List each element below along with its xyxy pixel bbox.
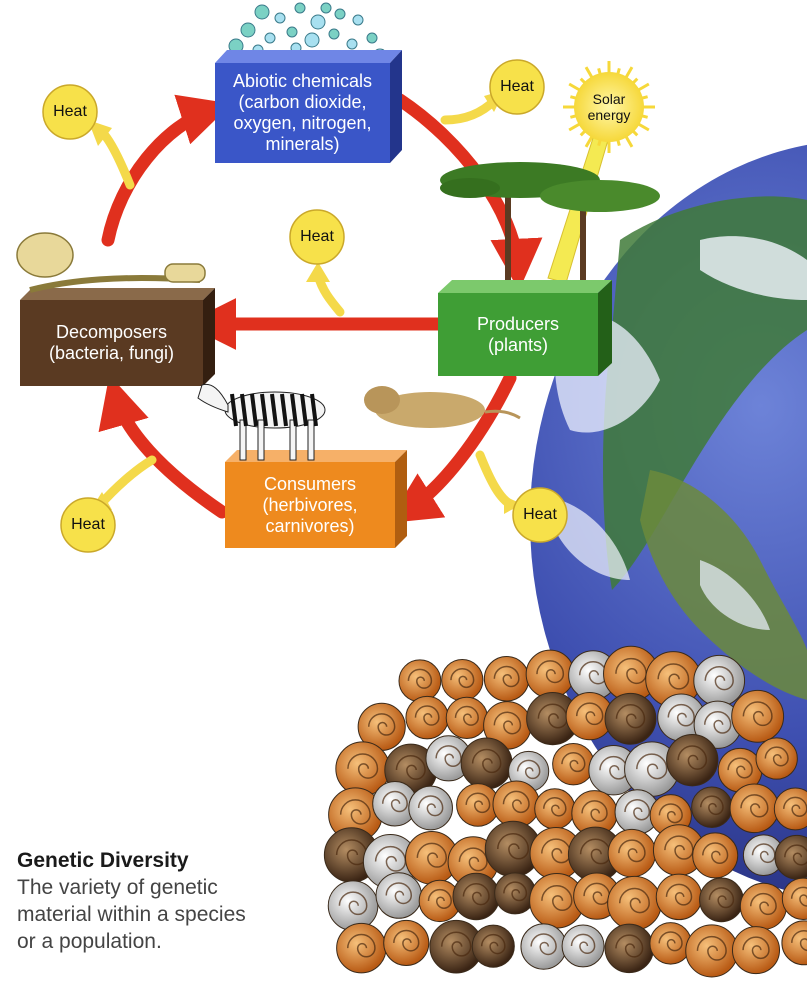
decomposers-label: Decomposers (bacteria, fungi)	[20, 300, 203, 386]
decomposers-line-2: (bacteria, fungi)	[49, 343, 174, 364]
producers-line-2: (plants)	[488, 335, 548, 356]
solar-energy-label: Solar energy	[574, 87, 644, 127]
solar-line-2: energy	[588, 107, 631, 123]
caption-line-1: The variety of genetic	[17, 874, 347, 901]
producers-label: Producers (plants)	[438, 293, 598, 376]
heat-label-top-right: Heat	[482, 72, 552, 102]
heat-label-middle: Heat	[282, 222, 352, 252]
producers-line-1: Producers	[477, 314, 559, 335]
consumers-line-1: Consumers	[264, 474, 356, 495]
heat-label-bottom-left: Heat	[53, 510, 123, 540]
solar-line-1: Solar	[593, 91, 626, 107]
heat-label-top-left: Heat	[35, 97, 105, 127]
caption-line-3: or a population.	[17, 928, 347, 955]
heat-label-bottom-right: Heat	[505, 500, 575, 530]
decomposers-line-1: Decomposers	[56, 322, 167, 343]
zebra-icon	[198, 384, 325, 460]
genetic-diversity-caption: Genetic Diversity The variety of genetic…	[17, 848, 347, 955]
abiotic-line-2: (carbon dioxide,	[238, 92, 366, 113]
consumers-label: Consumers (herbivores, carnivores)	[225, 462, 395, 548]
arrow-consumers-to-decomposers	[115, 395, 222, 512]
caption-title: Genetic Diversity	[17, 848, 347, 874]
abiotic-line-1: Abiotic chemicals	[233, 71, 372, 92]
abiotic-line-4: minerals)	[265, 134, 339, 155]
abiotic-chemicals-label: Abiotic chemicals (carbon dioxide, oxyge…	[215, 63, 390, 163]
abiotic-line-3: oxygen, nitrogen,	[233, 113, 371, 134]
caption-description: The variety of genetic material within a…	[17, 874, 347, 955]
consumers-line-3: carnivores)	[265, 516, 354, 537]
consumers-line-2: (herbivores,	[262, 495, 357, 516]
caption-line-2: material within a species	[17, 901, 347, 928]
snail-shell-pile	[324, 646, 807, 977]
